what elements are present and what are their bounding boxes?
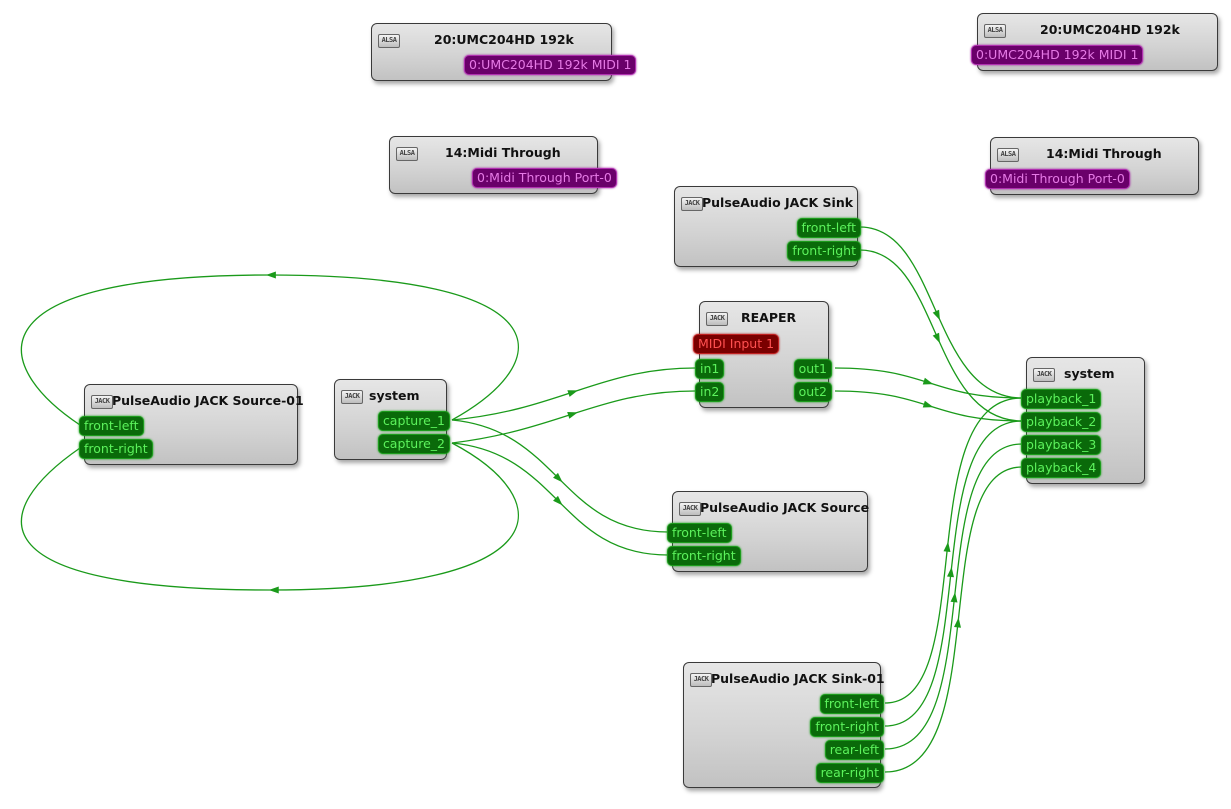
- port-playback-3[interactable]: playback_3: [1021, 435, 1102, 455]
- port-midi-input-1[interactable]: MIDI Input 1: [693, 334, 780, 354]
- node-system-playback[interactable]: JACK system playback_1 playback_2 playba…: [1021, 357, 1145, 484]
- node-title: PulseAudio JACK Sink: [702, 195, 854, 210]
- port-capture-2[interactable]: capture_2: [377, 434, 450, 454]
- port-capture-1[interactable]: capture_1: [377, 411, 450, 431]
- node-alsa-midi-through[interactable]: ALSA 14:Midi Through 0:Midi Through Port…: [389, 136, 617, 194]
- port-front-left[interactable]: front-left: [79, 416, 144, 436]
- wire-sink01fr-playback2[interactable]: [884, 420, 1023, 727]
- wire-direction-arrow-icon: [567, 390, 578, 397]
- wire-out1-playback1[interactable]: [834, 367, 1023, 399]
- wire-direction-arrow-icon: [950, 592, 958, 603]
- alsa-icon: ALSA: [396, 147, 418, 161]
- wire-direction-arrow-icon: [947, 566, 954, 578]
- port-front-right[interactable]: front-right: [810, 717, 884, 737]
- node-reaper[interactable]: JACK REAPER MIDI Input 1 in1 in2 out1 ou…: [693, 301, 832, 408]
- wire-direction-arrow-icon: [932, 309, 940, 321]
- node-alsa-midi-through-input[interactable]: ALSA 14:Midi Through 0:Midi Through Port…: [985, 137, 1199, 195]
- wire-direction-arrow-icon: [567, 412, 578, 419]
- port-front-left[interactable]: front-left: [819, 694, 884, 714]
- port-front-right[interactable]: front-right: [667, 546, 741, 566]
- node-title: PulseAudio JACK Source-01: [112, 393, 304, 408]
- node-title: 20:UMC204HD 192k: [1040, 22, 1180, 37]
- wire-direction-arrow-icon: [922, 377, 934, 385]
- node-pulseaudio-jack-source[interactable]: JACK PulseAudio JACK Source front-left f…: [667, 491, 870, 572]
- port-playback-4[interactable]: playback_4: [1021, 458, 1102, 478]
- port-midi-through-0[interactable]: 0:Midi Through Port-0: [985, 169, 1130, 189]
- wire-direction-arrow-icon: [553, 472, 563, 483]
- node-title: PulseAudio JACK Sink-01: [711, 671, 885, 686]
- port-playback-1[interactable]: playback_1: [1021, 389, 1102, 409]
- node-title: 14:Midi Through: [445, 145, 561, 160]
- node-pulseaudio-jack-sink[interactable]: JACK PulseAudio JACK Sink front-left fro…: [674, 186, 861, 267]
- wire-direction-arrow-icon: [268, 586, 279, 594]
- node-title: REAPER: [741, 310, 797, 325]
- wire-sinkfl-playback1[interactable]: [859, 226, 1023, 399]
- alsa-icon: ALSA: [997, 148, 1019, 162]
- jack-icon: JACK: [91, 395, 113, 409]
- wire-direction-arrow-icon: [265, 271, 276, 279]
- port-playback-2[interactable]: playback_2: [1021, 412, 1102, 432]
- wire-direction-arrow-icon: [922, 400, 934, 408]
- node-title: 20:UMC204HD 192k: [434, 32, 574, 47]
- wire-capture2-reaper-in2[interactable]: [451, 390, 696, 444]
- wire-direction-arrow-icon: [943, 541, 951, 553]
- port-rear-right[interactable]: rear-right: [815, 763, 884, 783]
- node-alsa-umc204hd-input[interactable]: ALSA 20:UMC204HD 192k 0:UMC204HD 192k MI…: [971, 13, 1218, 71]
- wire-capture1-source-fl[interactable]: [451, 419, 669, 533]
- jack-icon: JACK: [679, 502, 701, 516]
- port-front-left[interactable]: front-left: [796, 218, 861, 238]
- wire-direction-arrow-icon: [932, 332, 940, 344]
- alsa-icon: ALSA: [378, 34, 400, 48]
- wire-sink01rr-playback4[interactable]: [884, 466, 1023, 773]
- wire-sink01rl-playback3[interactable]: [884, 443, 1023, 750]
- port-midi-through-0[interactable]: 0:Midi Through Port-0: [472, 168, 617, 188]
- port-in2[interactable]: in2: [695, 382, 725, 402]
- port-front-right[interactable]: front-right: [787, 241, 861, 261]
- port-umc-midi-1[interactable]: 0:UMC204HD 192k MIDI 1: [464, 55, 637, 75]
- jack-icon: JACK: [706, 312, 728, 326]
- wire-direction-arrow-icon: [954, 617, 961, 628]
- wire-capture1-reaper-in1[interactable]: [451, 367, 696, 421]
- port-rear-left[interactable]: rear-left: [824, 740, 884, 760]
- node-title: system: [1064, 366, 1115, 381]
- port-front-left[interactable]: front-left: [667, 523, 732, 543]
- port-out1[interactable]: out1: [793, 359, 832, 379]
- jack-icon: JACK: [1033, 368, 1055, 382]
- wire-sink01fl-playback1[interactable]: [884, 397, 1023, 704]
- wire-capture2-source-fr[interactable]: [451, 442, 669, 556]
- wire-direction-arrow-icon: [553, 495, 563, 506]
- wire-out2-playback2[interactable]: [834, 390, 1023, 422]
- wire-capture2-source01-fr[interactable]: [20, 442, 519, 591]
- alsa-icon: ALSA: [984, 24, 1006, 38]
- node-title: 14:Midi Through: [1046, 146, 1162, 161]
- node-system-capture[interactable]: JACK system capture_1 capture_2: [334, 379, 450, 460]
- jack-icon: JACK: [690, 673, 712, 687]
- node-pulseaudio-jack-source-01[interactable]: JACK PulseAudio JACK Source-01 front-lef…: [79, 384, 304, 465]
- port-umc-midi-1[interactable]: 0:UMC204HD 192k MIDI 1: [971, 45, 1144, 65]
- port-in1[interactable]: in1: [695, 359, 725, 379]
- jack-icon: JACK: [681, 197, 703, 211]
- node-alsa-umc204hd[interactable]: ALSA 20:UMC204HD 192k 0:UMC204HD 192k MI…: [371, 23, 637, 81]
- port-out2[interactable]: out2: [793, 382, 832, 402]
- wire-sinkfr-playback2[interactable]: [859, 249, 1023, 422]
- port-front-right[interactable]: front-right: [79, 439, 153, 459]
- node-title: system: [369, 388, 420, 403]
- jack-icon: JACK: [341, 390, 363, 404]
- node-pulseaudio-jack-sink-01[interactable]: JACK PulseAudio JACK Sink-01 front-left …: [683, 662, 885, 788]
- node-title: PulseAudio JACK Source: [700, 500, 870, 515]
